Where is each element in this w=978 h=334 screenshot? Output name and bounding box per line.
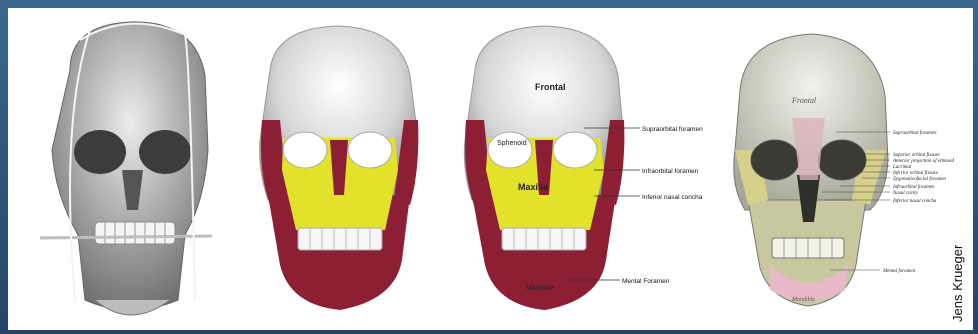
skull-colored-labelled: Frontal Sphenoid Maxilla Mandible Suprao… xyxy=(464,26,703,310)
label-mandible: Mandible xyxy=(526,285,555,292)
photo-credit: Jens Krueger xyxy=(950,245,965,322)
illus-callout-inferior-nasal-concha: Inferior nasal concha xyxy=(892,199,937,204)
skull-anatomical-illustration: Frontal Mandible Supraorbital foramen Su… xyxy=(734,34,955,306)
label-maxilla: Maxilla xyxy=(518,182,549,192)
illus-callout-ethmoid: Anterior projection of ethmoid xyxy=(892,159,955,164)
illus-callout-nasal-cavity: Nasal cavity xyxy=(892,191,919,196)
illus-callout-supraorbital-foramen: Supraorbital foramen xyxy=(893,131,937,136)
callout-supraorbital-foramen: Supraorbital foramen xyxy=(642,126,703,133)
callout-mental-foramen: Mental Foramen xyxy=(622,278,670,285)
label-sphenoid: Sphenoid xyxy=(497,140,527,147)
illus-callout-zygomaticofacial-foramen: Zygomaticofacial foramen xyxy=(893,177,946,182)
illus-callout-mental-foramen: Mental foramen xyxy=(882,269,916,274)
illus-callout-inferior-orbital-fissure: Inferior orbital fissure xyxy=(892,171,939,176)
skull-ct-render xyxy=(40,22,212,315)
skull-colored-plain xyxy=(260,26,419,310)
illus-label-frontal: Frontal xyxy=(791,96,817,105)
illus-callout-superior-orbital-fissure: Superior orbital fissure xyxy=(893,153,941,158)
illus-label-mandible: Mandible xyxy=(791,297,815,303)
callout-inferior-nasal-concha: Inferior nasal concha xyxy=(642,194,703,201)
label-frontal: Frontal xyxy=(535,82,566,92)
illus-callout-infraorbital-foramen: Infraorbital foramen xyxy=(892,185,935,190)
illus-callout-lacrimal: Lacrimal xyxy=(892,165,912,170)
callout-infraorbital-foramen: Infraorbital foramen xyxy=(642,168,699,175)
